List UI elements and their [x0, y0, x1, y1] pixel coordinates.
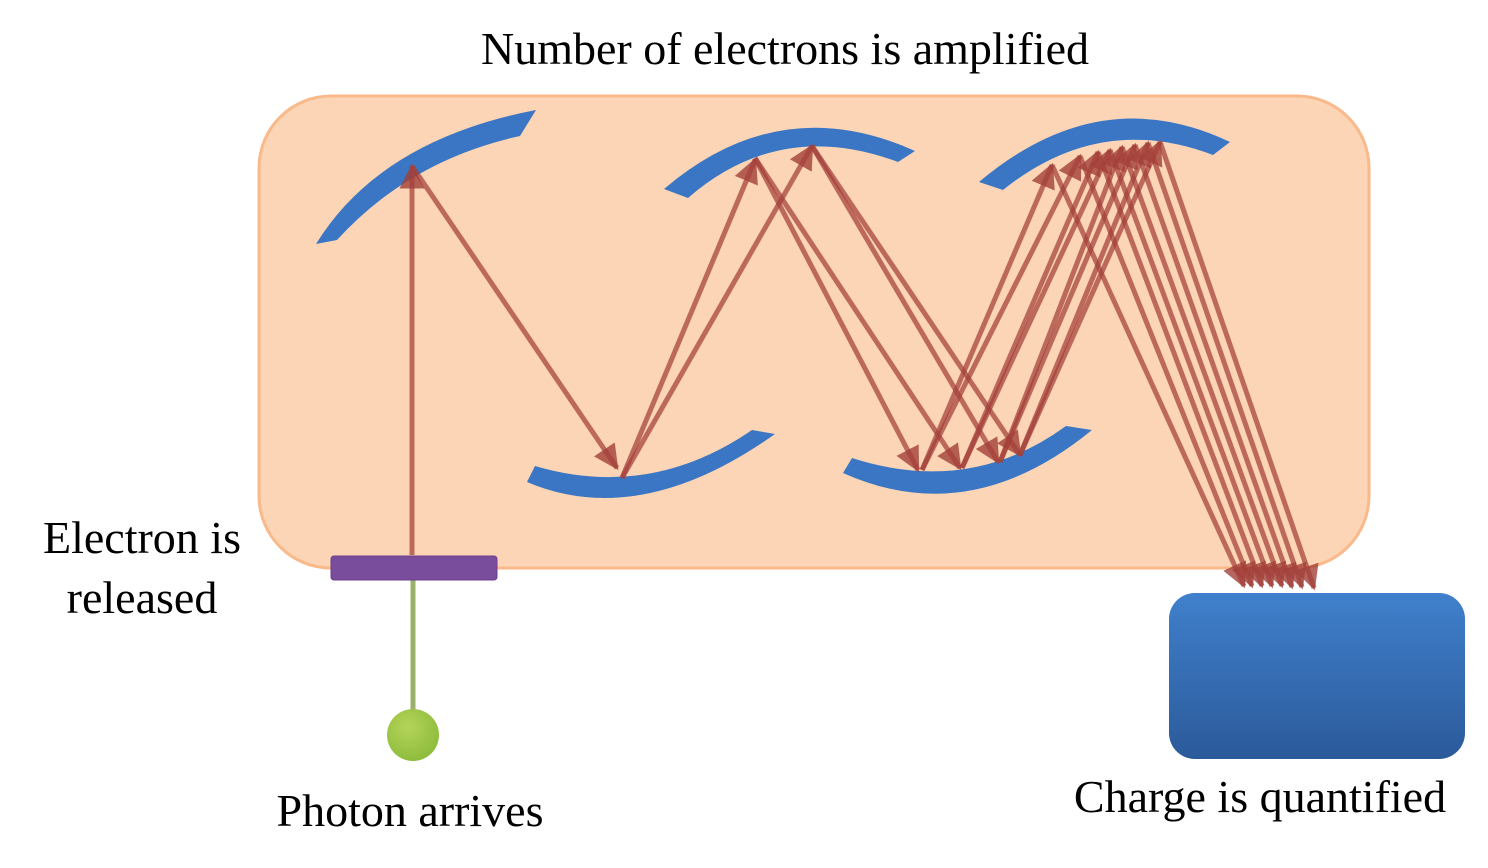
electron-released-label: Electron is released [43, 512, 241, 623]
electron-path [997, 142, 1138, 463]
anode [1169, 593, 1465, 759]
electron-path [809, 144, 1001, 465]
electron-path [1095, 151, 1266, 589]
dynodes [316, 110, 1230, 498]
dynode-5 [979, 118, 1230, 190]
electron-path [919, 153, 1083, 472]
dynode-2 [527, 430, 775, 498]
photon-icon [387, 709, 439, 761]
electron-path [1107, 149, 1276, 589]
amplification-label: Number of electrons is amplified [480, 23, 1090, 74]
electron-path [809, 144, 1023, 458]
electron-path [409, 164, 620, 471]
electron-path [1077, 155, 1256, 589]
electron-path [619, 157, 758, 479]
electron-path [1132, 144, 1297, 590]
photon-arrives-label: Photon arrives [276, 785, 544, 836]
electron-path [919, 162, 1055, 471]
tube-body [257, 94, 1371, 570]
electron-path [752, 156, 963, 471]
electron-path [1049, 163, 1247, 589]
dynode-3 [664, 127, 915, 198]
electron-path [959, 147, 1113, 470]
dynode-1 [316, 110, 536, 244]
charge-quantified-label: Charge is quantified [1073, 771, 1447, 822]
electron-paths [399, 139, 1319, 591]
electron-path [1145, 142, 1307, 590]
photocathode [330, 555, 498, 581]
dynode-4 [843, 426, 1092, 494]
electron-path [1119, 146, 1287, 589]
electron-path [1157, 141, 1319, 591]
electron-path [752, 156, 921, 473]
